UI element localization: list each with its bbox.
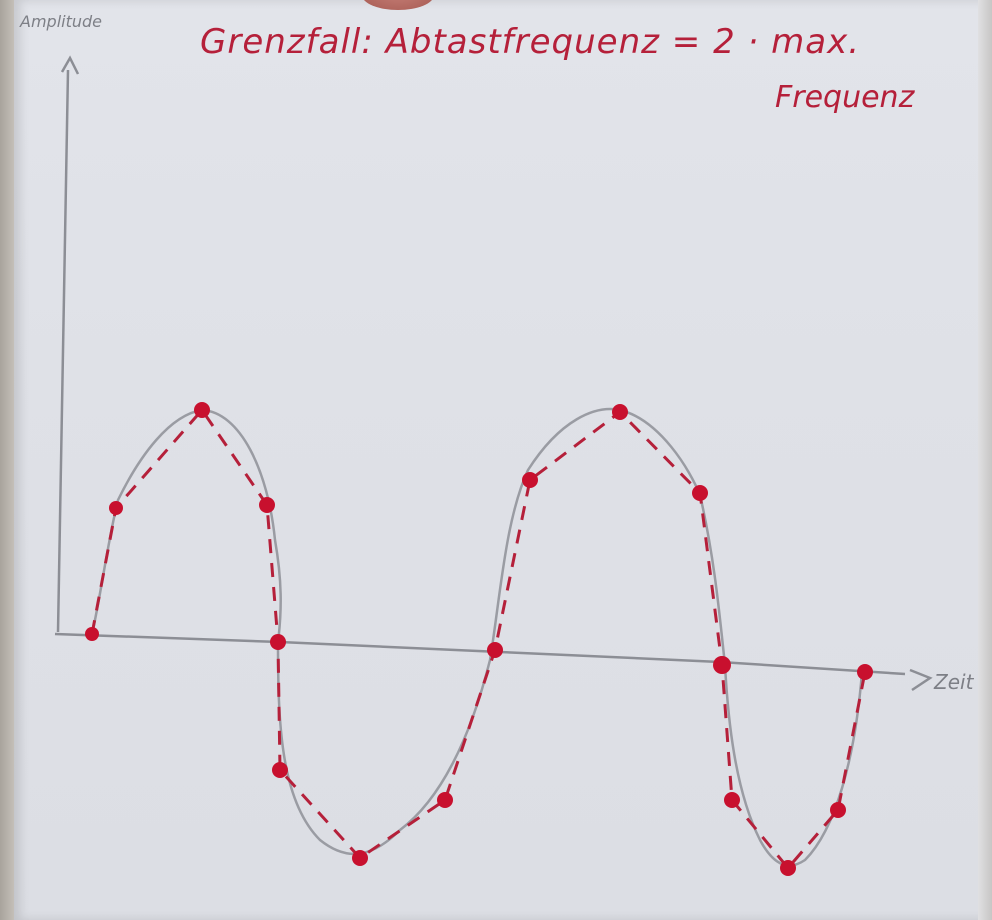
y-axis (56, 55, 80, 633)
sample-point (437, 792, 453, 808)
sample-point (713, 656, 731, 674)
y-axis-label: Amplitude (20, 12, 102, 31)
sample-point (109, 501, 123, 515)
sample-point (352, 850, 368, 866)
sample-point (692, 485, 708, 501)
background-table (0, 0, 14, 920)
handwritten-title: Grenzfall: Abtastfrequenz = 2 · max. (200, 22, 861, 62)
sample-point (85, 627, 99, 641)
sample-point (612, 404, 628, 420)
sample-points (85, 402, 873, 876)
handwritten-title-continued: Frequenz (775, 80, 915, 115)
x-axis-label: Zeit (934, 670, 974, 694)
sample-point (487, 642, 503, 658)
paper-sheet (14, 0, 992, 920)
sample-point (780, 860, 796, 876)
sample-point (259, 497, 275, 513)
sample-point (194, 402, 210, 418)
pencil-sine-wave (90, 407, 864, 867)
sample-point (857, 664, 873, 680)
fingertip (362, 0, 434, 10)
sample-point (724, 792, 740, 808)
sample-point (522, 472, 538, 488)
sample-point (830, 802, 846, 818)
sample-point (270, 634, 286, 650)
background-edge (978, 0, 992, 920)
sample-point (272, 762, 288, 778)
